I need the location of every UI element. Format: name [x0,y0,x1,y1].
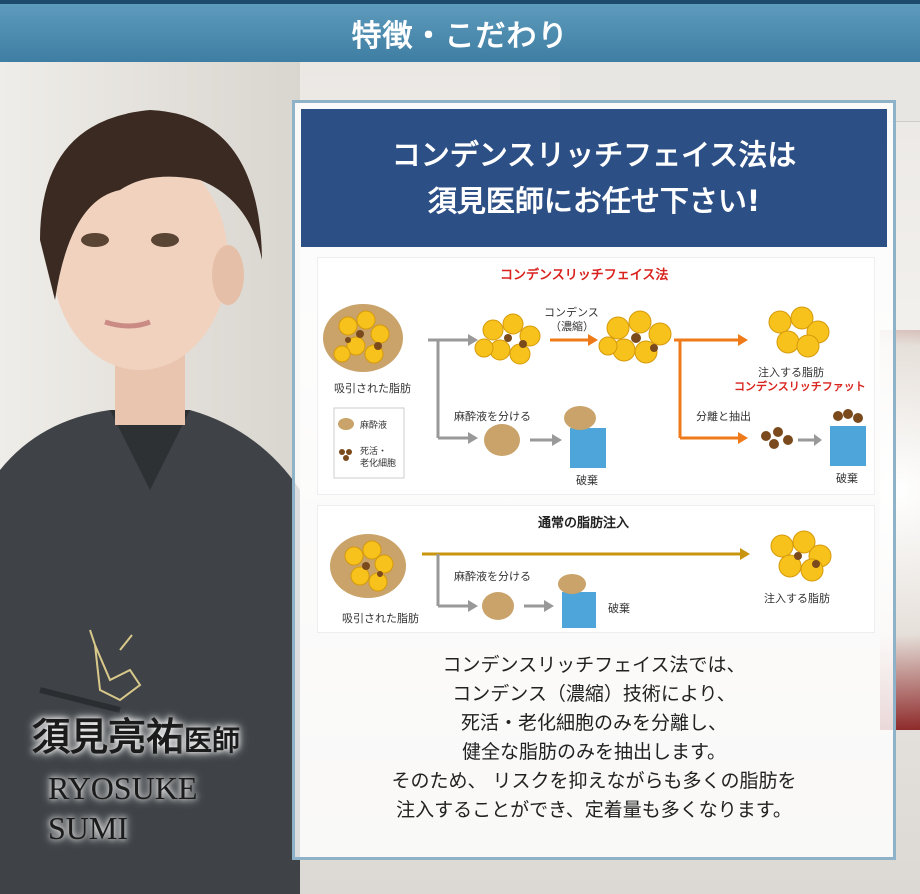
label-sucked-fat: 吸引された脂肪 [334,382,411,395]
trash-bin-icon [562,592,596,628]
label-inject-fat: 注入する脂肪 [764,592,830,605]
section-header: 特徴・こだわり [0,0,920,62]
label-discard: 破棄 [608,602,630,615]
doctor-photo [0,110,300,894]
label-discard: 破棄 [576,474,598,487]
panel-heading-line1: コンデンスリッチフェイス法は [391,138,797,172]
fat-cluster-icon [768,306,830,358]
label-discard: 破棄 [836,472,858,485]
section-title: 特徴・こだわり [351,19,569,54]
diagram-flow-graphic [330,530,832,628]
doctor-name-jp: 須見亮祐医師 [32,714,241,759]
diagram-title: コンデンスリッチフェイス法 [500,268,669,283]
feature-panel: コンデンスリッチフェイス法は 須見医師にお任せ下さい! コンデンスリッチフェイス… [292,100,896,860]
label-separate-anesthesia: 麻酔液を分ける [454,570,531,583]
trash-bin-icon [830,426,866,466]
description: コンデンスリッチフェイス法では、 コンデンス（濃縮）技術により、 死活・老化細胞… [391,654,797,821]
legend-anesthesia: 麻酔液 [360,421,388,431]
panel-heading-line2: 須見医師にお任せ下さい! [427,184,761,218]
label-separate-anesthesia: 麻酔液を分ける [454,410,531,423]
fat-cluster-icon [474,313,541,365]
diagram-normal-injection: 通常の脂肪注入 吸引された脂肪 麻酔液を分け [317,505,875,633]
diagram-condense-rich: コンデンスリッチフェイス法 [317,257,875,495]
doctor-name-en: RYOSUKE SUMI [48,770,198,846]
diagram-title: 通常の脂肪注入 [538,516,630,531]
legend-dead-cell: 老化細胞 [360,459,397,469]
legend-dead-cell: 死活・ [360,447,388,457]
label-separate-extract: 分離と抽出 [696,410,751,423]
trash-bin-icon [570,428,606,468]
label-concentrate: （濃縮） [550,320,594,333]
label-condense: コンデンス [544,306,599,319]
label-inject-fat: 注入する脂肪 [758,366,824,379]
label-sucked-fat: 吸引された脂肪 [342,612,419,625]
label-condense-fat: コンデンスリッチファット [734,380,866,393]
panel-heading: コンデンスリッチフェイス法は 須見医師にお任せ下さい! [301,109,887,247]
diagram-flow-graphic [323,304,866,479]
